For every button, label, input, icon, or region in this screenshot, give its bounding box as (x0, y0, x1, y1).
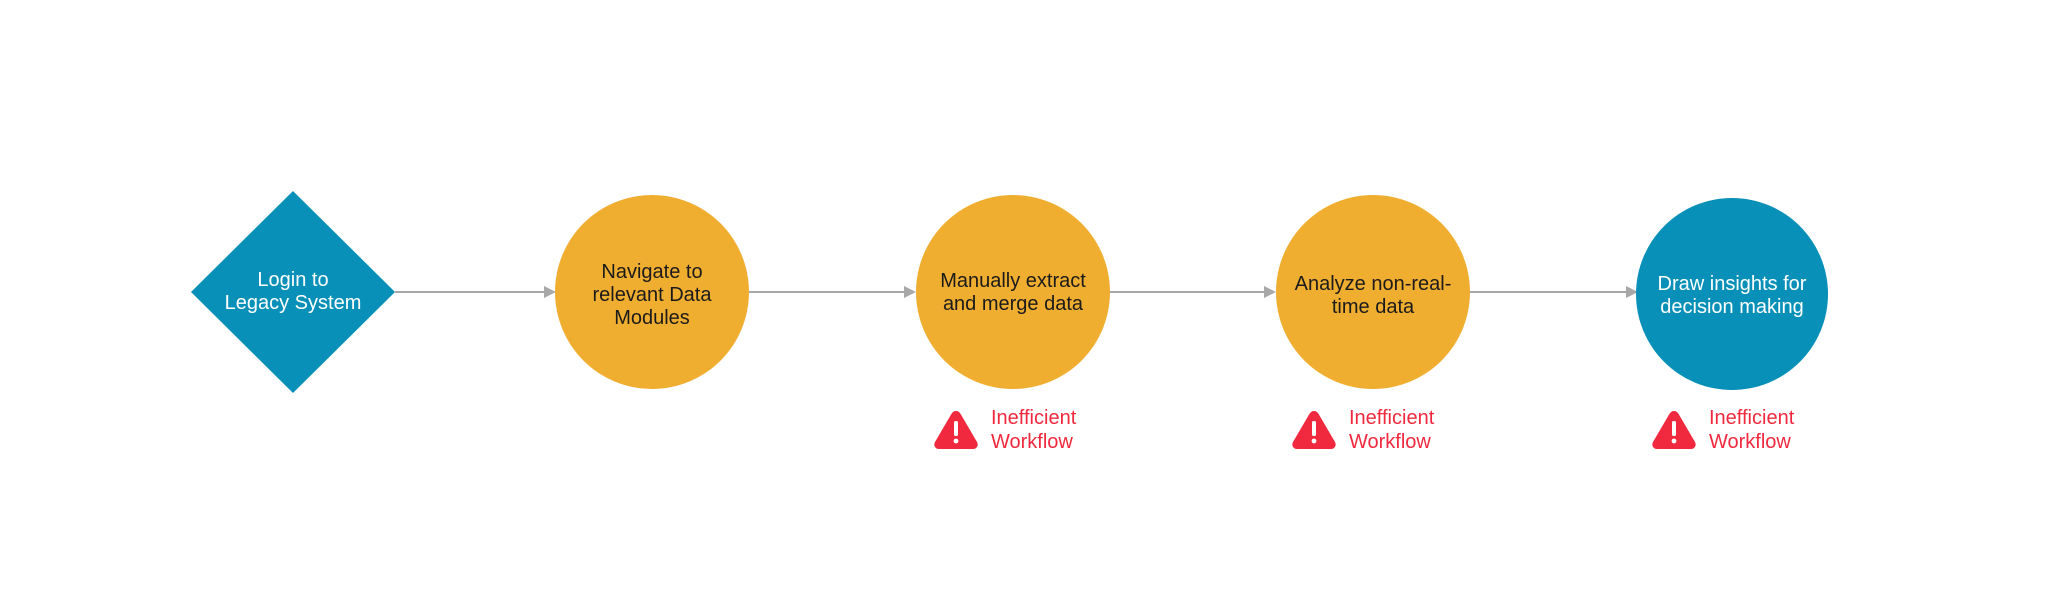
arrowhead-analyze (1264, 286, 1276, 298)
navigate-process-node[interactable] (555, 195, 749, 389)
login-node-label: Login to Legacy System (224, 269, 362, 314)
warning-text-insights: Inefficient Workflow (1709, 407, 1795, 453)
warning-text-extract: Inefficient Workflow (991, 407, 1077, 453)
warning-triangle-icon (934, 411, 978, 449)
navigate-node-label: Navigate to relevant Data Modules (592, 260, 712, 329)
warning-triangle-icon (1652, 411, 1696, 449)
warning-insights: Inefficient Workflow (1651, 406, 1794, 454)
analyze-node-label: Analyze non-real- time data (1294, 273, 1452, 318)
warning-text-analyze: Inefficient Workflow (1349, 407, 1435, 453)
arrowhead-extract (904, 286, 916, 298)
warning-analyze: Inefficient Workflow (1291, 406, 1434, 454)
login-decision-node[interactable] (191, 191, 395, 393)
warning-triangle-icon (1292, 411, 1336, 449)
analyze-process-node[interactable] (1276, 195, 1470, 389)
arrowhead-navigate (544, 286, 556, 298)
extract-node-label: Manually extract and merge data (940, 270, 1086, 315)
arrowhead-insights (1626, 286, 1638, 298)
extract-process-node[interactable] (916, 195, 1110, 389)
warning-extract: Inefficient Workflow (933, 406, 1076, 454)
insights-outcome-node[interactable] (1636, 198, 1828, 390)
insights-node-label: Draw insights for decision making (1657, 273, 1807, 318)
